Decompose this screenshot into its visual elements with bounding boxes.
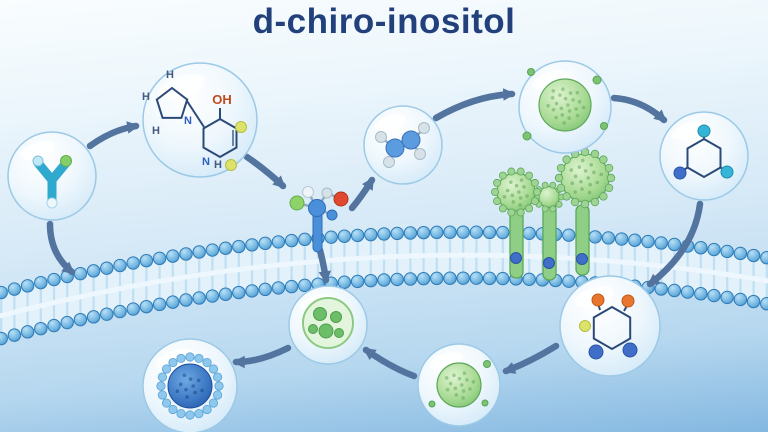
diagram-title: d-chiro-inositol (252, 2, 516, 41)
arrow-step-5 (610, 94, 668, 124)
receptor-anchor-bead (543, 257, 555, 269)
bubble-quinone-ring (659, 111, 749, 201)
ligand-gray-atom (321, 187, 333, 199)
h-label: H (214, 159, 222, 171)
receptor-anchor-bead (510, 252, 522, 264)
bubble-green-sphere-bottom (417, 343, 501, 427)
orange-atom (621, 294, 635, 308)
membrane-receptor-cluster (490, 147, 616, 281)
ligand-blue-atom (308, 199, 326, 217)
heterocycle-molecule-icon: OH H H H N N H (142, 69, 247, 171)
receptor-stalk (509, 209, 524, 279)
pathway-arrows (46, 88, 704, 380)
blue-atom (622, 342, 638, 358)
ligand-green-atom (289, 195, 305, 211)
arrow-step-2 (243, 153, 287, 190)
micelle-icon (156, 352, 224, 420)
arrow-step-10 (46, 220, 76, 276)
h-label: H (142, 91, 150, 103)
blue-atom (673, 166, 687, 180)
diketone-ring-icon (579, 293, 638, 360)
orange-atom (591, 293, 605, 307)
h-label: H (166, 69, 174, 81)
arrow-step-4 (432, 88, 516, 122)
receptor-ligand-complex-icon (289, 186, 349, 253)
bubble-amine-molecule (363, 105, 443, 185)
arrow-step-7 (502, 342, 560, 375)
yellow-atom (235, 121, 247, 133)
receptor-stem (312, 211, 323, 253)
blue-atom (588, 344, 604, 360)
bubble-diketone-ring (559, 275, 661, 377)
green-sphere-icon (428, 360, 491, 408)
arrow-step-6 (646, 200, 704, 288)
n-label: N (202, 156, 210, 168)
green-sphere-icon (522, 68, 608, 141)
cyan-atom (720, 165, 734, 179)
receptor-head-small-icon (533, 181, 565, 213)
n-label: N (184, 115, 192, 127)
y-molecule-icon (32, 155, 72, 209)
arrow-step-9 (232, 344, 292, 369)
ligand-red-atom (333, 191, 349, 207)
bubble-heterocycle-molecule: OH H H H N N H (142, 62, 258, 178)
oh-label: OH (212, 92, 232, 107)
ligand-white-atom (302, 186, 314, 198)
receptor-head-icon (554, 147, 616, 209)
cyan-atom (697, 124, 711, 138)
bubble-y-molecule (7, 131, 97, 221)
bubble-multivesicular-body (288, 285, 368, 365)
yellow-atom (579, 320, 591, 332)
arrow-into-cell (316, 246, 331, 284)
arrow-step-1 (86, 121, 140, 150)
arrow-step-3 (348, 176, 376, 212)
arrow-step-8 (362, 346, 418, 380)
bubble-green-sphere-top (518, 60, 612, 154)
bubble-micelle (142, 338, 238, 432)
amine-molecule-icon (375, 122, 430, 168)
receptor-head-icon (490, 167, 542, 217)
yellow-atom (225, 159, 237, 171)
quinone-ring-icon (673, 124, 734, 180)
multivesicular-body-icon (302, 297, 354, 349)
h-label: H (152, 125, 160, 137)
receptor-anchor-bead (576, 253, 588, 265)
ligand-blue-atom (326, 209, 338, 221)
